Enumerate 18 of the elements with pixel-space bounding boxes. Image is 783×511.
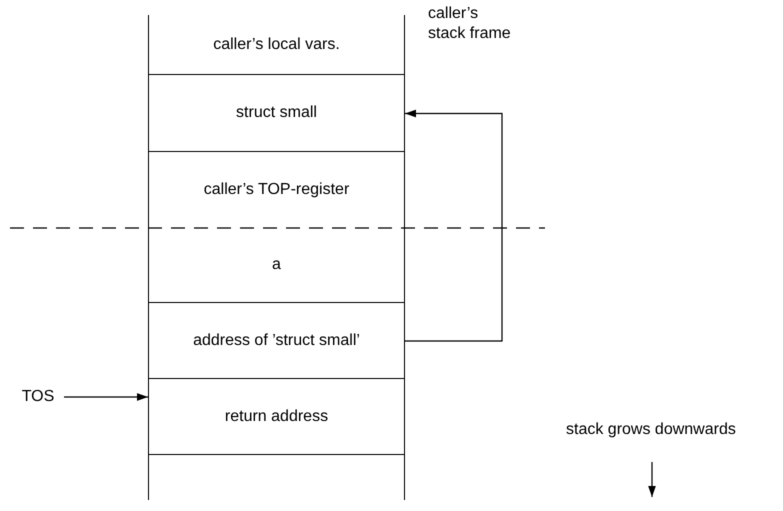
slot-label: a: [272, 256, 281, 274]
slot-label: struct small: [236, 104, 317, 122]
stack-slot: [148, 379, 405, 455]
slot-label: address of ’struct small’: [193, 332, 360, 350]
direction-label: stack grows downwards: [566, 420, 736, 440]
slot-label: caller’s TOP-register: [204, 181, 350, 199]
stack-slot: [148, 455, 405, 500]
stack-slot: [148, 152, 405, 228]
slot-label: caller’s local vars.: [213, 36, 340, 54]
stack-slot: [148, 303, 405, 379]
pointer-label: TOS: [18, 386, 58, 408]
arrow: [405, 110, 503, 342]
stack-slot: [148, 75, 405, 152]
stack-frame-label: caller’s stack frame: [428, 4, 512, 44]
slot-label: return address: [224, 408, 328, 426]
stack-slot: [148, 15, 405, 75]
stack-slot: [148, 228, 405, 303]
arrow: [64, 393, 148, 401]
